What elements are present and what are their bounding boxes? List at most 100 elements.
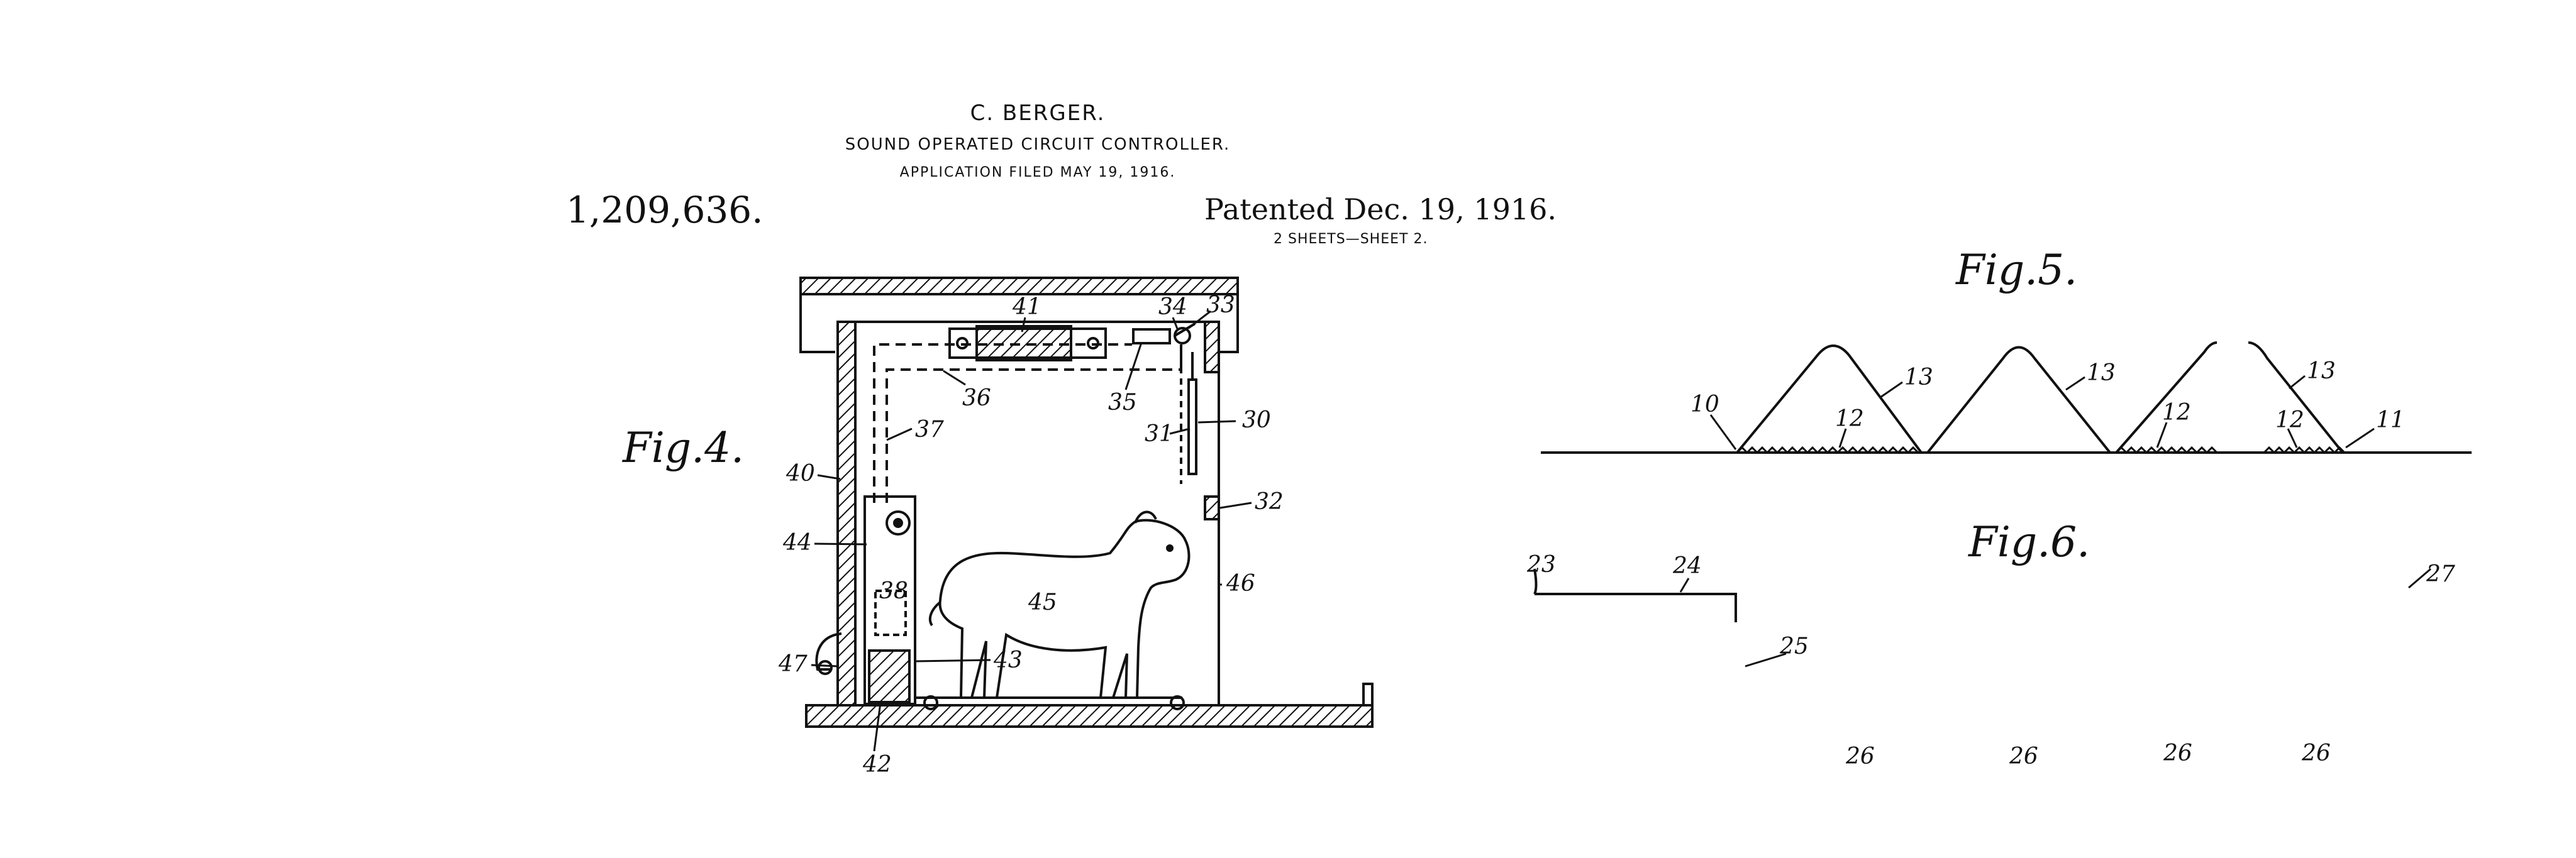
- fig6-start-mark: [1533, 568, 1538, 595]
- fig4-dog-45: [938, 519, 1191, 699]
- fig4-leader-34: [1172, 317, 1179, 329]
- fig4-pulley-44: [886, 510, 911, 536]
- patent-number: 1,209,636.: [566, 189, 763, 231]
- fig4-wire-37: [886, 344, 1182, 503]
- patent-title: SOUND OPERATED CIRCUIT CONTROLLER.: [845, 135, 1231, 154]
- fig4-leader-47: [811, 664, 838, 668]
- fig6-title: Fig.6.: [1968, 518, 2090, 566]
- fig5-leader-11: [2345, 427, 2375, 449]
- fig6-signal-trace: [1535, 593, 1737, 622]
- fig4-roof: [799, 277, 1239, 295]
- fig5-label-12c: 12: [2275, 407, 2304, 433]
- fig4-label-44: 44: [782, 530, 812, 556]
- fig4-leader-43: [914, 659, 991, 663]
- fig4-label-33: 33: [1206, 292, 1235, 318]
- fig4-roof-overhang-right: [1219, 294, 1239, 353]
- fig6-label-26d: 26: [2301, 740, 2331, 766]
- fig5-serration-12a: [1736, 446, 1919, 454]
- fig4-roof-overhang: [799, 294, 835, 353]
- fig4-drawing: [799, 277, 1374, 728]
- fig4-platform-wheel-right: [1170, 695, 1185, 710]
- fig5-leader-lines: [1709, 375, 2375, 450]
- fig6-leader-lines: [1679, 568, 2431, 668]
- fig4-wire-36: [873, 343, 1132, 503]
- fig5-leader-13a: [1880, 381, 1903, 399]
- fig4-label-46: 46: [1226, 571, 1255, 597]
- fig4-mechanism-housing: [863, 495, 916, 705]
- fig4-label-34: 34: [1158, 294, 1187, 320]
- fig4-label-30: 30: [1242, 407, 1271, 433]
- fig4-label-32: 32: [1255, 489, 1284, 515]
- fig4-leader-33: [1188, 310, 1211, 329]
- fig6-drawing: [1533, 568, 1737, 622]
- fig4-label-37: 37: [915, 417, 944, 443]
- fig6-label-27: 27: [2426, 561, 2455, 587]
- fig4-floor-stop: [1362, 683, 1374, 705]
- fig5-leader-13c: [2289, 375, 2306, 390]
- fig4-right-wall-upper: [1204, 321, 1220, 373]
- fig4-label-35: 35: [1108, 390, 1137, 415]
- fig5-label-12a: 12: [1835, 406, 1864, 432]
- fig4-dog-eye: [1166, 544, 1174, 552]
- fig5-wave-2: [1926, 346, 2111, 454]
- fig5-drawing: [1541, 341, 2472, 454]
- fig4-leader-31: [1169, 427, 1191, 435]
- inventor-name: C. BERGER.: [970, 101, 1106, 126]
- fig4-label-38: 38: [879, 578, 908, 604]
- fig4-leader-36: [943, 370, 966, 386]
- fig4-label-41: 41: [1012, 294, 1041, 320]
- sheet-count: 2 SHEETS—SHEET 2.: [1274, 231, 1428, 247]
- fig6-leader-27: [2408, 568, 2431, 589]
- application-filed-date: APPLICATION FILED MAY 19, 1916.: [899, 165, 1176, 180]
- fig5-leader-10: [1709, 414, 1737, 450]
- fig4-latch-38: [874, 590, 907, 636]
- fig6-leader-24: [1679, 578, 1690, 593]
- fig4-leader-40: [817, 474, 841, 480]
- fig4-device-41-terminal-right: [1087, 337, 1099, 349]
- fig5-label-13a: 13: [1904, 365, 1933, 390]
- fig4-platform-wheel-left: [923, 695, 938, 710]
- fig4-label-47: 47: [778, 651, 808, 677]
- fig5-wave-4: [2248, 341, 2344, 454]
- fig5-leader-12c: [2287, 428, 2298, 448]
- fig4-leader-37: [886, 427, 913, 441]
- fig4-leader-30: [1197, 420, 1236, 424]
- fig4-cord-47: [815, 632, 842, 671]
- fig4-cord-47-end: [818, 660, 833, 675]
- fig5-label-13b: 13: [2087, 360, 2116, 386]
- fig5-label-10: 10: [1690, 392, 1719, 417]
- fig6-label-23: 23: [1526, 552, 1556, 578]
- fig4-switch-35: [1132, 328, 1171, 344]
- fig4-label-36: 36: [962, 385, 991, 411]
- fig4-label-43: 43: [993, 647, 1023, 673]
- fig4-title: Fig.4.: [622, 424, 744, 472]
- fig4-device-41-terminal-left: [956, 337, 969, 349]
- fig6-label-24: 24: [1672, 553, 1702, 579]
- fig5-title: Fig.5.: [1955, 246, 2077, 294]
- fig5-serration-12b: [2115, 446, 2218, 454]
- fig5-label-11: 11: [2376, 407, 2405, 433]
- fig5-label-12b: 12: [2162, 400, 2191, 426]
- fig4-leader-lines: [811, 310, 1252, 752]
- fig6-label-26c: 26: [2163, 740, 2192, 766]
- fig6-label-26b: 26: [2009, 744, 2038, 769]
- fig4-pulley-hub: [893, 518, 903, 528]
- fig5-serration-12c: [2263, 446, 2346, 454]
- fig5-leader-13b: [2065, 376, 2085, 391]
- fig4-label-40: 40: [786, 461, 815, 487]
- fig4-leader-35: [1124, 342, 1143, 390]
- fig4-label-45: 45: [1028, 590, 1057, 615]
- patented-date: Patented Dec. 19, 1916.: [1204, 192, 1557, 226]
- fig4-leader-42: [873, 702, 882, 752]
- fig5-wave-3: [2115, 341, 2218, 454]
- fig4-dog-tail: [928, 601, 941, 627]
- fig4-rod-31: [1187, 378, 1197, 475]
- fig5-leader-12b: [2156, 422, 2168, 448]
- fig5-leader-12a: [1838, 428, 1847, 448]
- fig6-label-25: 25: [1779, 634, 1809, 659]
- fig4-right-wall-block: [1204, 495, 1220, 520]
- fig5-label-13c: 13: [2307, 358, 2336, 384]
- fig4-label-31: 31: [1145, 421, 1174, 447]
